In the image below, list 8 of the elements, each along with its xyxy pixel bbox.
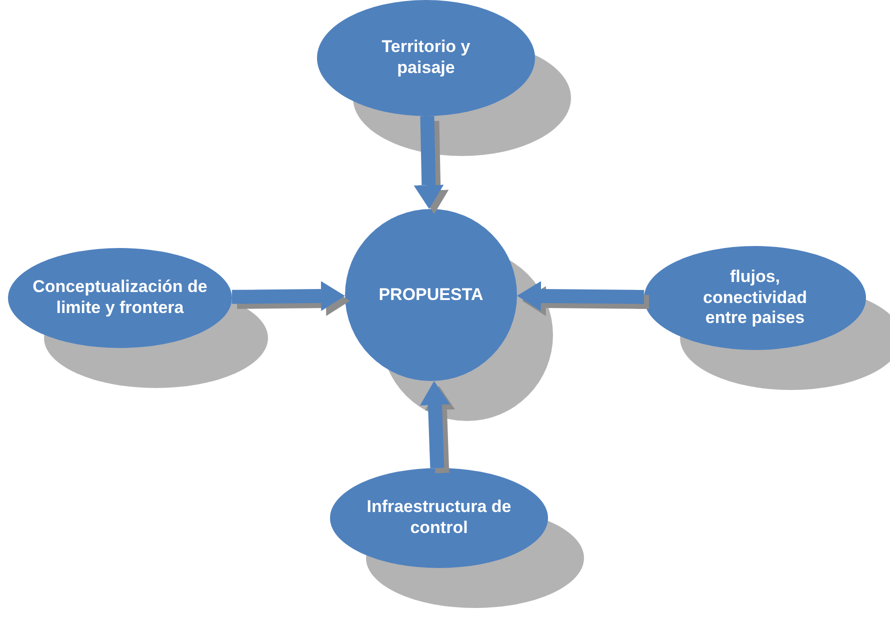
block-arrow [420, 380, 450, 468]
block-arrow [517, 281, 644, 312]
node-label: flujos, conectividad entre paises [702, 266, 808, 330]
node-label: Conceptualización de limite y frontera [32, 277, 208, 319]
node-label: PROPUESTA [378, 284, 484, 306]
block-arrow [232, 281, 345, 312]
node-label: Infraestructura de control [366, 497, 512, 539]
node-label: Territorio y paisaje [380, 37, 472, 79]
